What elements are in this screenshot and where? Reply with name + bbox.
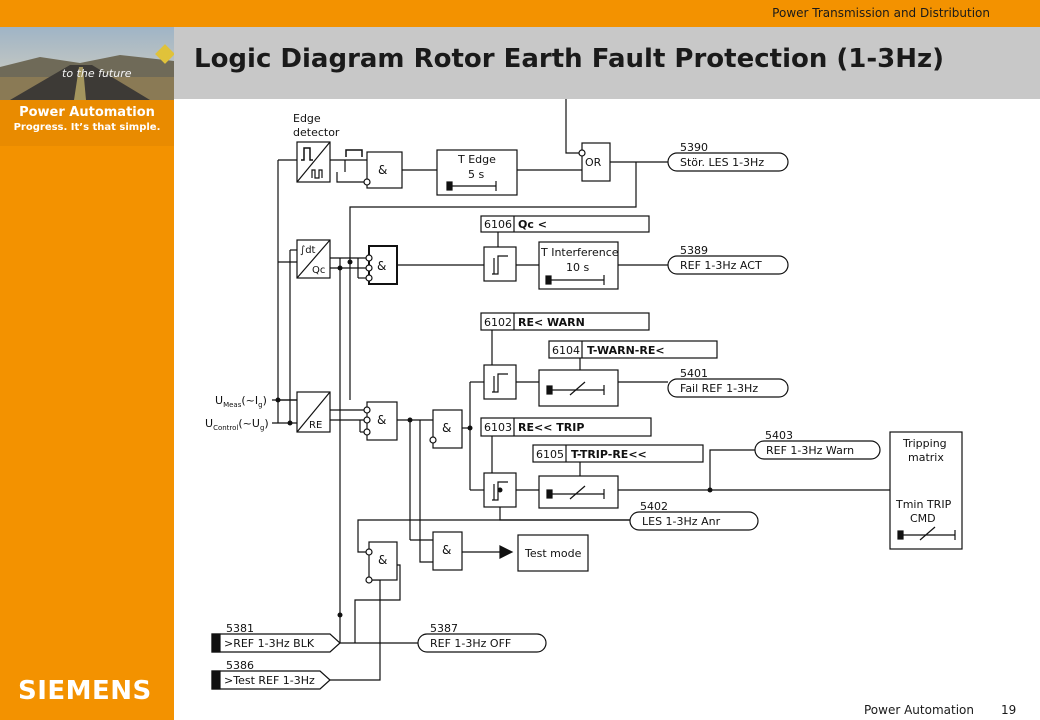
and-gate-re: & (363, 401, 398, 441)
output-5390: 5390 Stör. LES 1-3Hz (667, 141, 789, 172)
svg-text:Qc: Qc (312, 265, 325, 276)
page-number: 19 (1001, 703, 1017, 717)
svg-text:5401: 5401 (680, 367, 708, 380)
svg-text:6103: 6103 (484, 421, 512, 434)
and-gate-main: & (429, 409, 463, 449)
timer-t-interference: T Interference 10 s (538, 241, 619, 290)
edge-detector: Edge detector (293, 112, 363, 183)
input-u-control: UControl(~Ug) (205, 417, 269, 432)
svg-text:&: & (442, 543, 451, 557)
input-5386: 5386 >Test REF 1-3Hz (211, 659, 331, 690)
svg-text:T-TRIP-RE<<: T-TRIP-RE<< (571, 448, 647, 461)
svg-text:RE< WARN: RE< WARN (518, 316, 585, 329)
svg-text:∫dt: ∫dt (300, 245, 316, 256)
threshold-qc (483, 246, 517, 282)
title-bar: Logic Diagram Rotor Earth Fault Protecti… (174, 27, 1040, 99)
timer-trip (538, 475, 619, 509)
svg-text:REF 1-3Hz OFF: REF 1-3Hz OFF (430, 637, 511, 650)
and-gate-test: & (432, 531, 463, 571)
and-gate-block: & (365, 541, 398, 584)
or-gate: OR (578, 142, 611, 182)
logic-diagram: Edge detector & T Edge 5 s OR ∫dt Qc (174, 99, 1040, 703)
and-gate-interference: & (365, 245, 398, 285)
svg-text:OR: OR (585, 156, 602, 169)
svg-text:5386: 5386 (226, 659, 254, 672)
svg-text:6104: 6104 (552, 344, 580, 357)
svg-text:REF 1-3Hz ACT: REF 1-3Hz ACT (680, 259, 762, 272)
svg-text:&: & (378, 163, 387, 177)
test-mode-block: Test mode (517, 534, 589, 572)
tripping-matrix-label-1: Tripping (902, 437, 947, 450)
wires (272, 99, 890, 681)
footer-label: Power Automation (864, 703, 974, 717)
tripping-matrix: Tripping matrix Tmin TRIP CMD (889, 431, 963, 550)
output-5402: 5402 LES 1-3Hz Anr (629, 500, 759, 531)
input-u-meas: UMeas(~Ig) (215, 394, 267, 409)
brand-name: Power Automation (19, 105, 155, 120)
svg-text:Test mode: Test mode (524, 547, 582, 560)
svg-text:6102: 6102 (484, 316, 512, 329)
param-6104: 6104 T-WARN-RE< (548, 340, 718, 359)
road-photo: to the future (0, 27, 174, 100)
svg-text:>REF 1-3Hz BLK: >REF 1-3Hz BLK (224, 637, 315, 650)
output-5387: 5387 REF 1-3Hz OFF (417, 622, 547, 653)
svg-text:CMD: CMD (910, 512, 936, 525)
timer-t-edge: T Edge 5 s (436, 149, 518, 196)
output-5403: 5403 REF 1-3Hz Warn (754, 429, 881, 460)
svg-text:&: & (377, 413, 386, 427)
svg-text:>Test REF 1-3Hz: >Test REF 1-3Hz (224, 674, 315, 687)
brand-tagline: Progress. It’s that simple. (13, 122, 161, 133)
svg-text:5403: 5403 (765, 429, 793, 442)
svg-text:5389: 5389 (680, 244, 708, 257)
svg-text:T-WARN-RE<: T-WARN-RE< (587, 344, 665, 357)
page-title: Logic Diagram Rotor Earth Fault Protecti… (194, 44, 945, 74)
and-gate-edge: & (363, 151, 403, 189)
re-block: RE (296, 391, 331, 433)
svg-text:RE<< TRIP: RE<< TRIP (518, 421, 584, 434)
junction-dots (275, 259, 713, 618)
svg-text:RE: RE (309, 420, 322, 431)
param-6103: 6103 RE<< TRIP (480, 417, 652, 437)
svg-text:Tmin TRIP: Tmin TRIP (895, 498, 952, 511)
svg-text:5390: 5390 (680, 141, 708, 154)
param-6102: 6102 RE< WARN (480, 312, 650, 331)
svg-text:6106: 6106 (484, 218, 512, 231)
siemens-logo: SIEMENS (18, 676, 152, 706)
edge-detector-label-2: detector (293, 126, 340, 139)
svg-text:5381: 5381 (226, 622, 254, 635)
svg-text:T Interference: T Interference (540, 246, 619, 259)
threshold-trip (483, 472, 517, 508)
svg-text:Stör. LES 1-3Hz: Stör. LES 1-3Hz (680, 156, 764, 169)
svg-text:&: & (378, 553, 387, 567)
svg-text:Qc <: Qc < (518, 218, 547, 231)
svg-text:&: & (442, 421, 451, 435)
svg-text:REF 1-3Hz Warn: REF 1-3Hz Warn (766, 444, 854, 457)
param-6106: 6106 Qc < (480, 215, 650, 233)
input-5381: 5381 >REF 1-3Hz BLK (211, 622, 341, 653)
svg-text:UMeas(~Ig): UMeas(~Ig) (215, 394, 267, 409)
division-label: Power Transmission and Distribution (772, 6, 990, 20)
svg-text:10 s: 10 s (566, 261, 589, 274)
threshold-warn (483, 364, 517, 400)
top-bar (0, 0, 1040, 27)
svg-text:LES 1-3Hz Anr: LES 1-3Hz Anr (642, 515, 721, 528)
param-6105: 6105 T-TRIP-RE<< (532, 444, 704, 463)
svg-text:6105: 6105 (536, 448, 564, 461)
integrator-block: ∫dt Qc (296, 239, 331, 279)
output-5401: 5401 Fail REF 1-3Hz (667, 367, 789, 398)
tripping-matrix-label-2: matrix (908, 451, 944, 464)
brand-box: Power Automation Progress. It’s that sim… (0, 100, 174, 146)
svg-text:5402: 5402 (640, 500, 668, 513)
svg-text:UControl(~Ug): UControl(~Ug) (205, 417, 269, 432)
timer-warn (538, 369, 619, 407)
svg-text:&: & (377, 259, 386, 273)
svg-text:5387: 5387 (430, 622, 458, 635)
svg-text:T Edge: T Edge (457, 153, 496, 166)
output-5389: 5389 REF 1-3Hz ACT (667, 244, 789, 275)
edge-detector-label-1: Edge (293, 112, 321, 125)
svg-text:Fail REF 1-3Hz: Fail REF 1-3Hz (680, 382, 758, 395)
svg-text:5 s: 5 s (468, 168, 484, 181)
photo-caption: to the future (62, 67, 132, 80)
